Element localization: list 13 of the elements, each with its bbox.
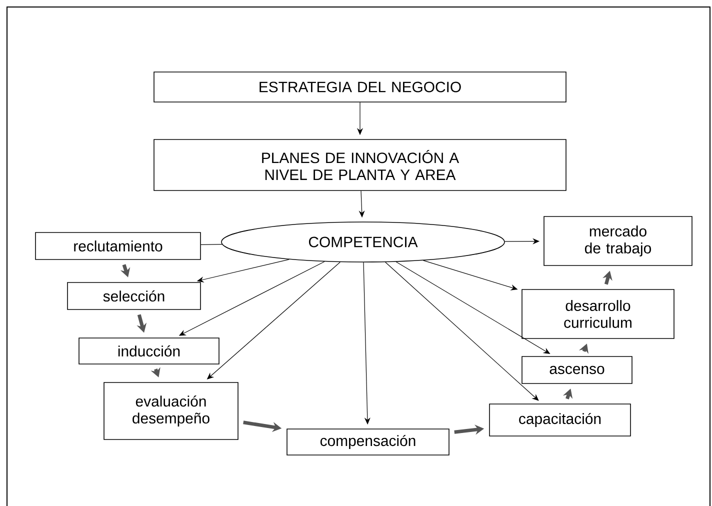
process-box: mercado de trabajo [544,216,692,266]
process-box: evaluación desempeño [104,382,238,440]
arrow [385,262,539,401]
process-box: capacitación [489,404,631,436]
process-box: reclutamiento [35,232,201,260]
process-box: desarrollo curriculum [522,289,674,339]
process-box: compensación [286,428,450,456]
process-box: PLANES DE INNOVACIÓN A NIVEL DE PLANTA Y AREA [154,139,566,191]
process-box: ESTRATEGIA DEL NEGOCIO [154,72,566,102]
process-box: ascenso [522,356,632,384]
process-box: inducción [78,338,220,364]
process-box: selección [67,282,201,310]
connector-line [200,244,222,245]
